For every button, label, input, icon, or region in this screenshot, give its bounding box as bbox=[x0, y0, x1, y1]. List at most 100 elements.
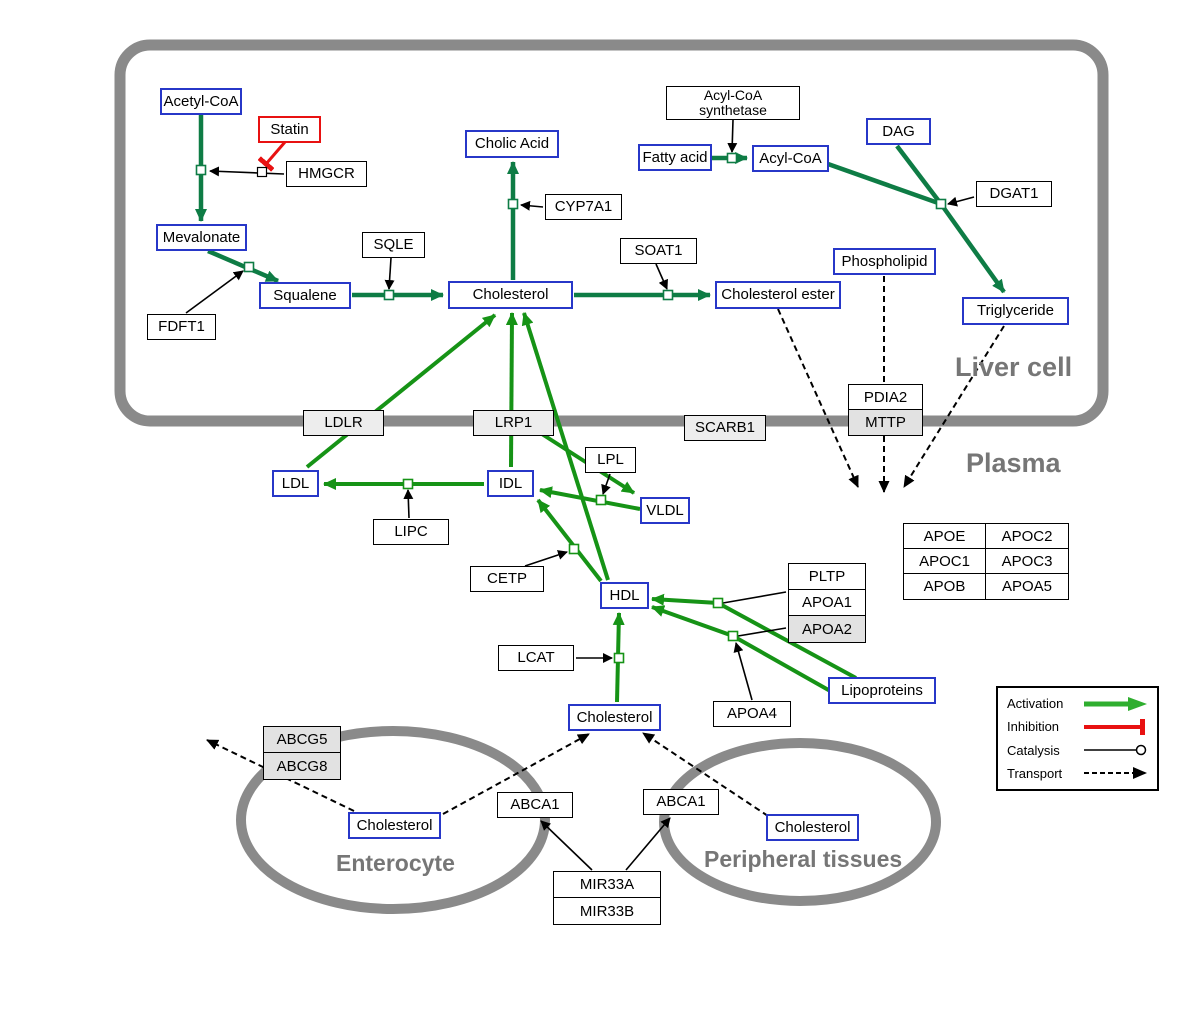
legend-inhibition-label: Inhibition bbox=[1007, 719, 1060, 735]
reaction-node bbox=[568, 543, 580, 555]
transport-dashed-arrow-symbol bbox=[1084, 767, 1147, 780]
apoc1-node[interactable]: APOC1 bbox=[904, 549, 986, 574]
apoa1-node[interactable]: APOA1 bbox=[789, 590, 865, 616]
enterocyte-membrane bbox=[236, 726, 550, 914]
triglyceride-node[interactable]: Triglyceride bbox=[962, 297, 1069, 325]
edge-apoa-connector bbox=[737, 627, 787, 637]
reaction-node bbox=[613, 652, 625, 664]
edge-ldl-uptake-ldlr bbox=[305, 313, 497, 469]
pltp-node[interactable]: PLTP bbox=[789, 564, 865, 590]
acyl-coa-node[interactable]: Acyl-CoA bbox=[752, 145, 829, 172]
cholesterol-peripheral-node[interactable]: Cholesterol bbox=[766, 814, 859, 841]
lrp1-node[interactable]: LRP1 bbox=[473, 410, 554, 436]
liver-cell-membrane bbox=[114, 39, 1109, 427]
inhibition-tee-symbol bbox=[1084, 718, 1145, 735]
idl-node[interactable]: IDL bbox=[487, 470, 534, 497]
reaction-node bbox=[726, 152, 738, 164]
cholesterol-ester-node[interactable]: Cholesterol ester bbox=[715, 281, 841, 309]
acyl-coa-synthetase-node[interactable]: Acyl-CoA synthetase bbox=[666, 86, 800, 120]
fdft1-node[interactable]: FDFT1 bbox=[147, 314, 216, 340]
edge-hdl-to-idl-cetp bbox=[536, 498, 603, 583]
abcg5-node[interactable]: ABCG5 bbox=[264, 727, 340, 753]
vldl-node[interactable]: VLDL bbox=[640, 497, 690, 524]
peripheral-tissues-label: Peripheral tissues bbox=[704, 846, 903, 872]
edge-dgat1-catalysis bbox=[947, 196, 975, 207]
cholesterol-enterocyte-node[interactable]: Cholesterol bbox=[348, 812, 441, 839]
pdia2-node[interactable]: PDIA2 bbox=[849, 385, 922, 410]
legend: Activation Inhibition Catalysis Transpor… bbox=[996, 686, 1159, 791]
edge-hmgcr-catalysis bbox=[209, 166, 285, 177]
apob-node[interactable]: APOB bbox=[904, 574, 986, 599]
lipc-node[interactable]: LIPC bbox=[373, 519, 449, 545]
reaction-node bbox=[195, 164, 207, 176]
apoa4-node[interactable]: APOA4 bbox=[713, 701, 791, 727]
apoa2-node[interactable]: APOA2 bbox=[789, 616, 865, 642]
edge-fdft1-catalysis bbox=[185, 270, 244, 314]
apolipoprotein-table: APOE APOC2 APOC1 APOC3 APOB APOA5 bbox=[903, 523, 1069, 600]
mttp-node[interactable]: MTTP bbox=[849, 410, 922, 435]
legend-row-transport: Transport bbox=[1007, 762, 1148, 785]
sqle-node[interactable]: SQLE bbox=[362, 232, 425, 258]
apoc3-node[interactable]: APOC3 bbox=[986, 549, 1068, 574]
cholesterol-liver-node[interactable]: Cholesterol bbox=[448, 281, 573, 309]
edge-apoa4-connector bbox=[733, 642, 753, 701]
apoa5-node[interactable]: APOA5 bbox=[986, 574, 1068, 599]
cyp7a1-node[interactable]: CYP7A1 bbox=[545, 194, 622, 220]
acyl-coa-synthetase-line2: synthetase bbox=[699, 102, 767, 118]
mir33-group: MIR33A MIR33B bbox=[553, 871, 661, 925]
soat1-node[interactable]: SOAT1 bbox=[620, 238, 697, 264]
statin-node[interactable]: Statin bbox=[258, 116, 321, 143]
squalene-node[interactable]: Squalene bbox=[259, 282, 351, 309]
abca1-peripheral-node[interactable]: ABCA1 bbox=[643, 789, 719, 815]
mir33a-node[interactable]: MIR33A bbox=[554, 872, 660, 898]
dag-node[interactable]: DAG bbox=[866, 118, 931, 145]
acetyl-coa-node[interactable]: Acetyl-CoA bbox=[160, 88, 242, 115]
hmgcr-node[interactable]: HMGCR bbox=[286, 161, 367, 187]
hdl-node[interactable]: HDL bbox=[600, 582, 649, 609]
edge-mevalonate-to-squalene bbox=[207, 248, 279, 284]
reaction-node bbox=[507, 198, 519, 210]
abca1-enterocyte-node[interactable]: ABCA1 bbox=[497, 792, 573, 818]
cholic-acid-node[interactable]: Cholic Acid bbox=[465, 130, 559, 158]
reaction-node bbox=[935, 198, 947, 210]
catalysis-anchor-node bbox=[256, 166, 268, 178]
edge-idl-uptake-lrp1 bbox=[505, 312, 518, 468]
abcg-group: ABCG5 ABCG8 bbox=[263, 726, 341, 780]
mir33b-node[interactable]: MIR33B bbox=[579, 902, 635, 920]
fatty-acid-node[interactable]: Fatty acid bbox=[638, 144, 712, 171]
edge-cyp7a1-catalysis bbox=[520, 200, 544, 211]
edge-statin-inhibition bbox=[257, 141, 287, 172]
edge-liver-to-vldl bbox=[529, 425, 636, 495]
edge-dgat-node-to-triglyceride bbox=[939, 202, 1006, 294]
edge-acylcoa-to-dgat-node bbox=[827, 161, 942, 207]
abcg8-node[interactable]: ABCG8 bbox=[264, 753, 340, 779]
edge-lpl-catalysis bbox=[601, 473, 611, 495]
apoe-node[interactable]: APOE bbox=[904, 524, 986, 549]
lipoproteins-node[interactable]: Lipoproteins bbox=[828, 677, 936, 704]
legend-row-activation: Activation bbox=[1007, 692, 1148, 715]
edge-cholesterolester-secretion bbox=[777, 308, 859, 488]
edge-mir33-to-abca1-left bbox=[540, 820, 593, 871]
edge-triglyceride-secretion bbox=[903, 325, 1005, 488]
apoc2-node[interactable]: APOC2 bbox=[986, 524, 1068, 549]
phospholipid-node[interactable]: Phospholipid bbox=[833, 248, 936, 275]
mevalonate-node[interactable]: Mevalonate bbox=[156, 224, 247, 251]
scarb1-node[interactable]: SCARB1 bbox=[684, 415, 766, 441]
dgat1-node[interactable]: DGAT1 bbox=[976, 181, 1052, 207]
reaction-node bbox=[595, 494, 607, 506]
legend-transport-label: Transport bbox=[1007, 765, 1063, 781]
ldl-node[interactable]: LDL bbox=[272, 470, 319, 497]
lpl-node[interactable]: LPL bbox=[585, 447, 636, 473]
legend-row-catalysis: Catalysis bbox=[1007, 739, 1148, 762]
lcat-node[interactable]: LCAT bbox=[498, 645, 574, 671]
edge-mir33-to-abca1-right bbox=[625, 817, 671, 871]
plasma-label: Plasma bbox=[966, 448, 1061, 478]
activation-arrow-symbol bbox=[1084, 696, 1147, 711]
reaction-node bbox=[727, 630, 739, 642]
catalysis-circle-symbol bbox=[1084, 744, 1147, 756]
edge-enterocyte-cholesterol-efflux bbox=[442, 733, 590, 815]
ldlr-node[interactable]: LDLR bbox=[303, 410, 384, 436]
pltp-apoa-group: PLTP APOA1 APOA2 bbox=[788, 563, 866, 643]
cholesterol-plasma-node[interactable]: Cholesterol bbox=[568, 704, 661, 731]
cetp-node[interactable]: CETP bbox=[470, 566, 544, 592]
